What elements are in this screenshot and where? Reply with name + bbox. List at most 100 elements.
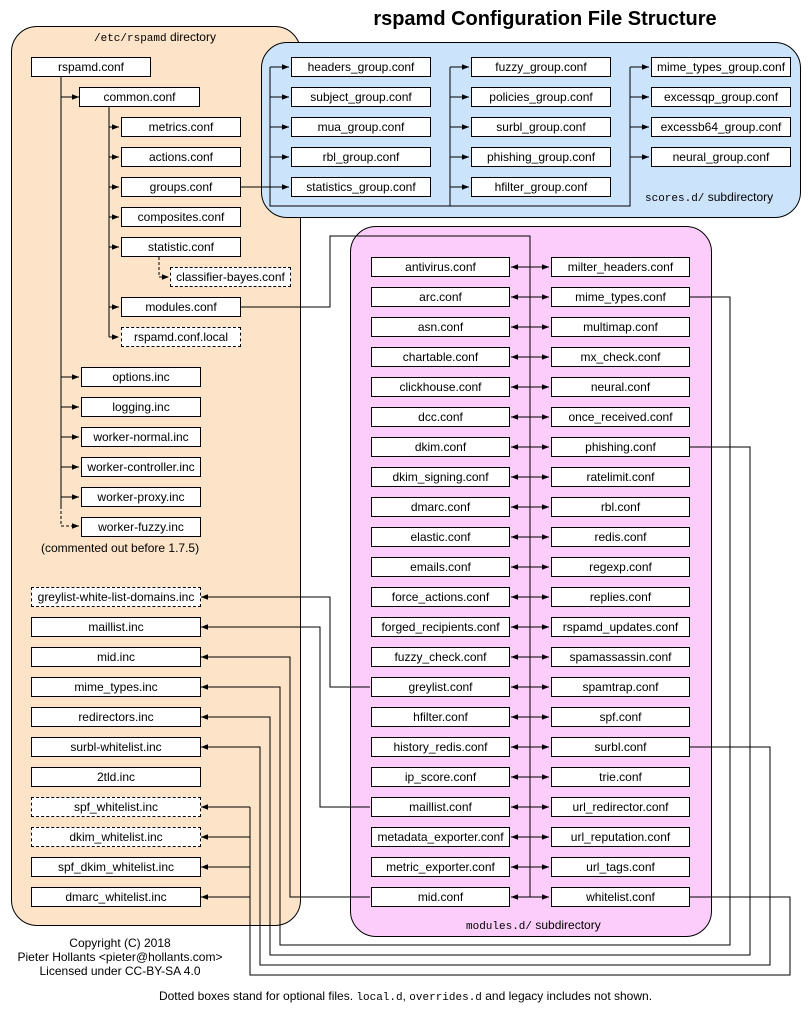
file-module-conf: antivirus.conf [371, 257, 510, 277]
file-logging-inc: logging.inc [81, 397, 201, 417]
file-map-inc: mid.inc [31, 647, 201, 667]
file-module-conf: mid.conf [371, 887, 510, 907]
file-module-conf: rspamd_updates.conf [551, 617, 690, 637]
file-common-conf: common.conf [79, 87, 200, 107]
file-module-conf: surbl.conf [551, 737, 690, 757]
scores-region-suffix: subdirectory [704, 190, 774, 204]
file-map-inc: mime_types.inc [31, 677, 201, 697]
file-module-conf: chartable.conf [371, 347, 510, 367]
file-module-conf: hfilter.conf [371, 707, 510, 727]
copyright-block: Copyright (C) 2018 Pieter Hollants <piet… [0, 936, 240, 978]
file-score-group: phishing_group.conf [471, 147, 611, 167]
file-module-conf: once_received.conf [551, 407, 690, 427]
worker-fuzzy-note: (commented out before 1.7.5) [41, 541, 200, 555]
file-module-conf: spamassassin.conf [551, 647, 690, 667]
etc-region-suffix: directory [166, 30, 216, 44]
file-module-conf: dkim.conf [371, 437, 510, 457]
file-map-inc: dkim_whitelist.inc [31, 827, 201, 847]
file-map-inc: spf_dkim_whitelist.inc [31, 857, 201, 877]
file-score-group: excessb64_group.conf [651, 117, 791, 137]
file-worker-proxy-inc: worker-proxy.inc [81, 487, 201, 507]
file-module-conf: replies.conf [551, 587, 690, 607]
file-modules-conf: modules.conf [121, 297, 241, 317]
file-module-conf: ip_score.conf [371, 767, 510, 787]
file-module-conf: mime_types.conf [551, 287, 690, 307]
footer-note: Dotted boxes stand for optional files. l… [0, 989, 811, 1004]
file-module-conf: metric_exporter.conf [371, 857, 510, 877]
file-module-conf: url_redirector.conf [551, 797, 690, 817]
file-composites-conf: composites.conf [121, 207, 241, 227]
file-worker-normal-inc: worker-normal.inc [81, 427, 201, 447]
file-module-conf: elastic.conf [371, 527, 510, 547]
file-map-inc: redirectors.inc [31, 707, 201, 727]
file-module-conf: trie.conf [551, 767, 690, 787]
file-module-conf: arc.conf [371, 287, 510, 307]
footer-text-3: and legacy includes not shown. [481, 989, 653, 1003]
file-score-group: subject_group.conf [291, 87, 431, 107]
file-map-inc: greylist-white-list-domains.inc [31, 587, 201, 607]
diagram-title: rspamd Configuration File Structure [373, 8, 717, 30]
file-rspamd-conf: rspamd.conf [31, 57, 151, 77]
file-map-inc: 2tld.inc [31, 767, 201, 787]
modules-region-suffix: subdirectory [532, 918, 601, 932]
file-module-conf: maillist.conf [371, 797, 510, 817]
file-module-conf: rbl.conf [551, 497, 690, 517]
file-score-group: excessqp_group.conf [651, 87, 791, 107]
file-module-conf: ratelimit.conf [551, 467, 690, 487]
file-statistic-conf: statistic.conf [121, 237, 241, 257]
file-module-conf: redis.conf [551, 527, 690, 547]
file-rspamd-conf-local: rspamd.conf.local [121, 327, 241, 347]
file-map-inc: surbl-whitelist.inc [31, 737, 201, 757]
file-score-group: policies_group.conf [471, 87, 611, 107]
file-options-inc: options.inc [81, 367, 201, 387]
file-classifier-bayes-conf: classifier-bayes.conf [170, 267, 291, 287]
file-module-conf: fuzzy_check.conf [371, 647, 510, 667]
author-line: Pieter Hollants <pieter@hollants.com> [17, 950, 223, 964]
file-module-conf: dmarc.conf [371, 497, 510, 517]
file-module-conf: forged_recipients.conf [371, 617, 510, 637]
copyright-line: Copyright (C) 2018 [69, 936, 171, 950]
footer-code-overrides-d: overrides.d [409, 992, 482, 1004]
file-module-conf: url_tags.conf [551, 857, 690, 877]
footer-code-local-d: local.d [356, 992, 403, 1004]
file-module-conf: mx_check.conf [551, 347, 690, 367]
file-score-group: neural_group.conf [651, 147, 791, 167]
file-module-conf: metadata_exporter.conf [371, 827, 510, 847]
file-score-group: fuzzy_group.conf [471, 57, 611, 77]
file-module-conf: greylist.conf [371, 677, 510, 697]
file-worker-controller-inc: worker-controller.inc [81, 457, 201, 477]
file-metrics-conf: metrics.conf [121, 117, 241, 137]
file-module-conf: dcc.conf [371, 407, 510, 427]
file-module-conf: clickhouse.conf [371, 377, 510, 397]
etc-region-path: /etc/rspamd [94, 33, 167, 45]
scores-region-label: scores.d/ subdirectory [645, 190, 773, 205]
footer-text-1: Dotted boxes stand for optional files. [158, 989, 357, 1003]
file-map-inc: spf_whitelist.inc [31, 797, 201, 817]
file-module-conf: spf.conf [551, 707, 690, 727]
file-score-group: mua_group.conf [291, 117, 431, 137]
modules-region-label: modules.d/ subdirectory [466, 918, 601, 933]
file-module-conf: milter_headers.conf [551, 257, 690, 277]
scores-region-path: scores.d/ [645, 193, 705, 205]
footer-text-2: , [402, 989, 410, 1003]
file-score-group: surbl_group.conf [471, 117, 611, 137]
file-module-conf: multimap.conf [551, 317, 690, 337]
file-groups-conf: groups.conf [121, 177, 241, 197]
file-module-conf: neural.conf [551, 377, 690, 397]
file-module-conf: phishing.conf [551, 437, 690, 457]
file-map-inc: maillist.inc [31, 617, 201, 637]
file-module-conf: whitelist.conf [551, 887, 690, 907]
file-module-conf: regexp.conf [551, 557, 690, 577]
file-score-group: headers_group.conf [291, 57, 431, 77]
file-score-group: rbl_group.conf [291, 147, 431, 167]
file-worker-fuzzy-inc: worker-fuzzy.inc [81, 517, 201, 537]
file-score-group: mime_types_group.conf [651, 57, 791, 77]
license-line: Licensed under CC-BY-SA 4.0 [39, 964, 201, 978]
file-score-group: statistics_group.conf [291, 177, 431, 197]
file-module-conf: url_reputation.conf [551, 827, 690, 847]
file-score-group: hfilter_group.conf [471, 177, 611, 197]
file-actions-conf: actions.conf [121, 147, 241, 167]
modules-region-path: modules.d/ [466, 921, 533, 933]
file-module-conf: emails.conf [371, 557, 510, 577]
file-map-inc: dmarc_whitelist.inc [31, 887, 201, 907]
